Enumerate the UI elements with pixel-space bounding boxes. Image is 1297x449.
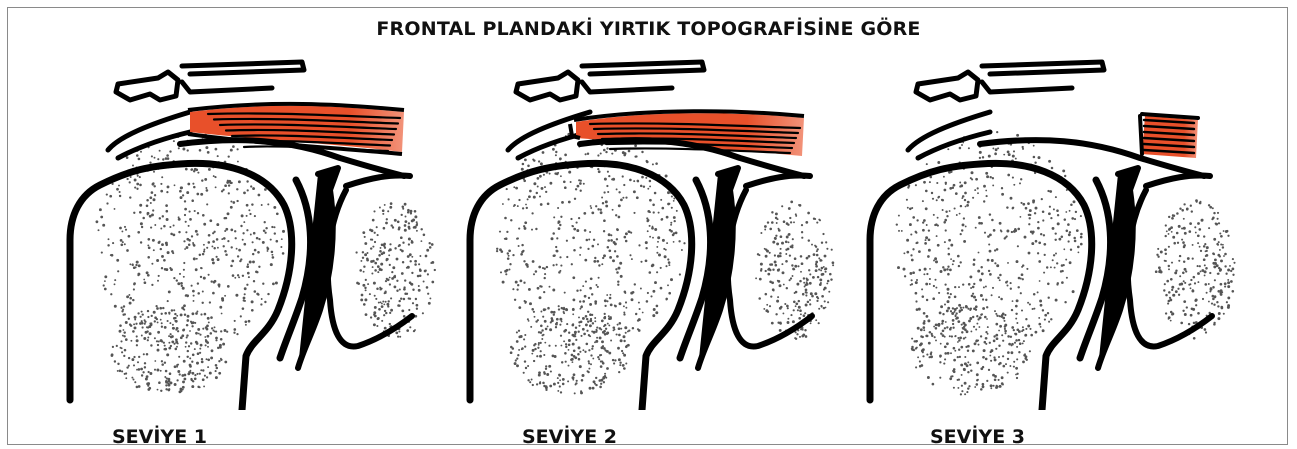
- acromion-top: [582, 62, 704, 92]
- clavicle: [916, 72, 978, 100]
- supraspinatus-tendon: [1140, 114, 1198, 158]
- humeral-head: [870, 163, 1092, 410]
- clavicle: [116, 72, 178, 100]
- figure-title: FRONTAL PLANDAKİ YIRTIK TOPOGRAFİSİNE GÖ…: [0, 18, 1297, 40]
- shoulder-diagram-level-1: [40, 40, 472, 410]
- glenoid: [328, 175, 412, 346]
- glenoid: [728, 175, 812, 346]
- level-1-label: SEVİYE 1: [112, 426, 207, 448]
- acromion: [108, 112, 190, 158]
- level-2-label: SEVİYE 2: [522, 426, 617, 448]
- level-3-label: SEVİYE 3: [930, 426, 1025, 448]
- shoulder-diagram-level-2: [440, 40, 872, 410]
- panel-level-2: SEVİYE 2: [440, 40, 872, 449]
- clavicle: [516, 72, 578, 100]
- panel-level-1: SEVİYE 1: [40, 40, 472, 449]
- acromion-top: [982, 62, 1104, 92]
- panel-level-3: SEVİYE 3: [840, 40, 1272, 449]
- shoulder-diagram-level-3: [840, 40, 1272, 410]
- acromion-top: [182, 62, 304, 92]
- acromion: [908, 112, 990, 158]
- humeral-head: [470, 163, 692, 410]
- humeral-head: [70, 163, 292, 410]
